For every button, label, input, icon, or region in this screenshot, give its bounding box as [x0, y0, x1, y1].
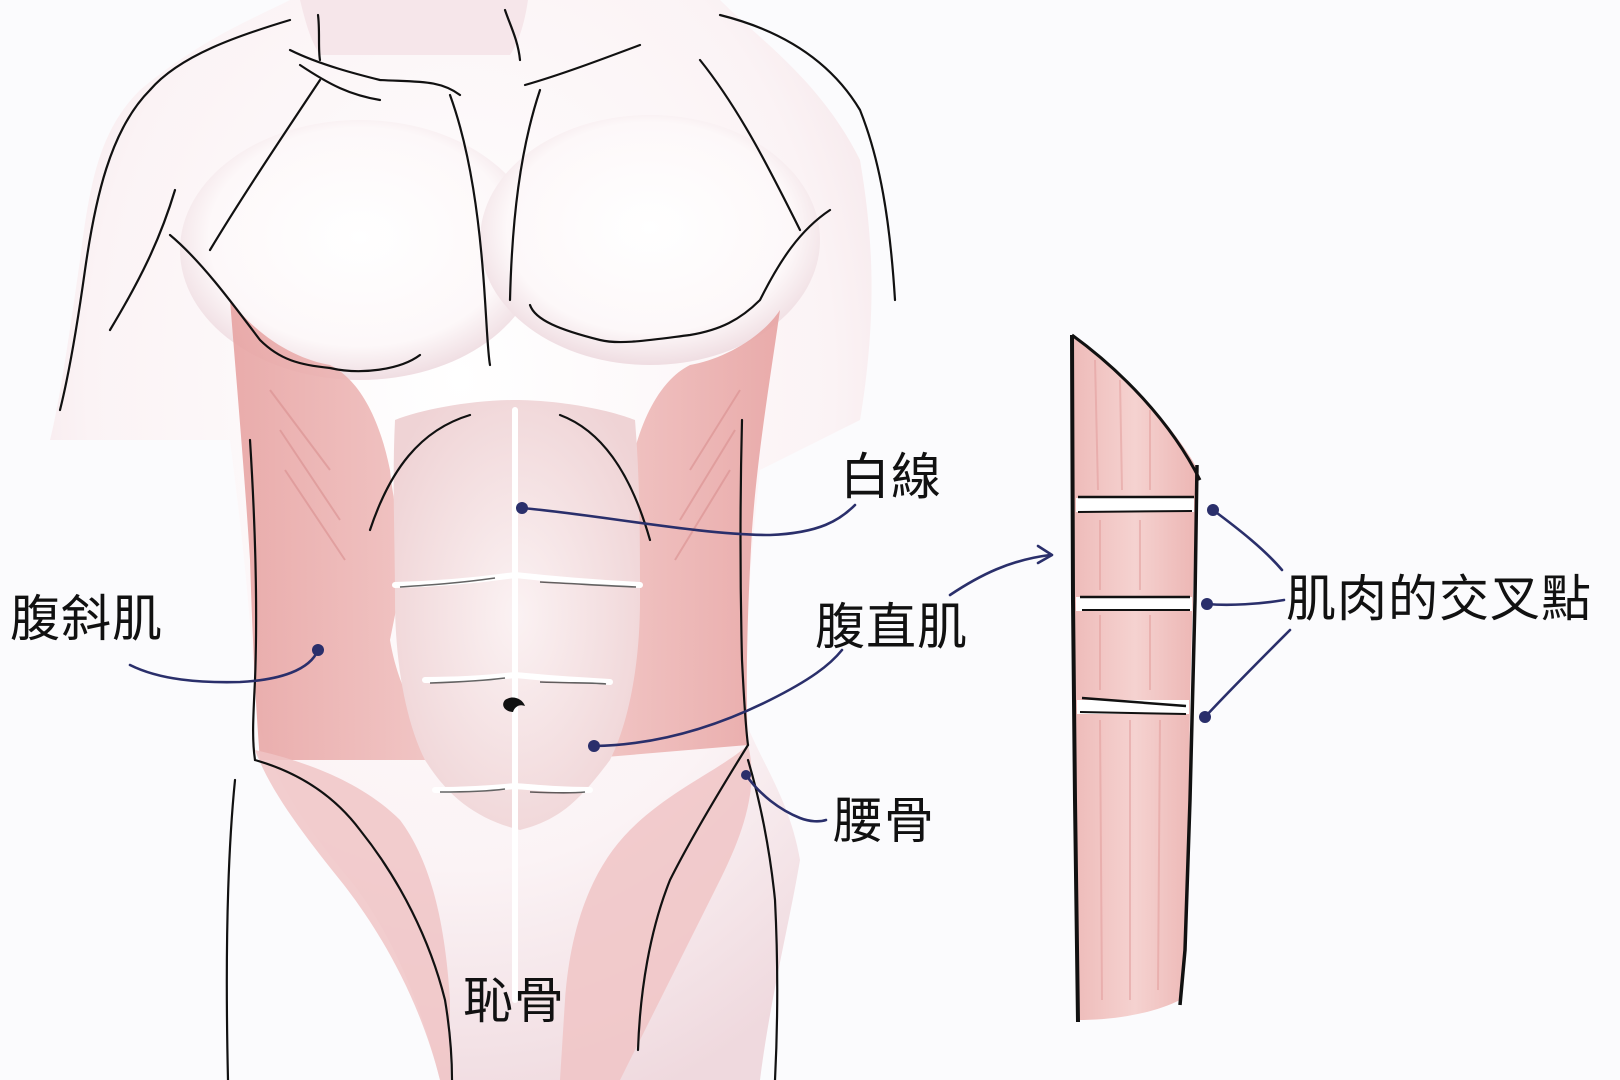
external-oblique-left — [230, 300, 460, 760]
label-linea-alba: 白線 — [840, 448, 942, 506]
label-muscle-intersections: 肌肉的交叉點 — [1286, 570, 1592, 628]
leader-dots — [312, 502, 1219, 780]
label-rectus-abdominis: 腹直肌 — [815, 598, 968, 656]
navel — [503, 697, 525, 712]
label-external-oblique: 腹斜肌 — [10, 590, 163, 648]
rectus-cross-section — [1070, 333, 1202, 1023]
external-oblique-right — [570, 310, 780, 760]
label-pubic-bone: 恥骨 — [463, 972, 565, 1030]
label-hip-bone: 腰骨 — [833, 792, 935, 850]
leader-lines — [128, 503, 1292, 823]
